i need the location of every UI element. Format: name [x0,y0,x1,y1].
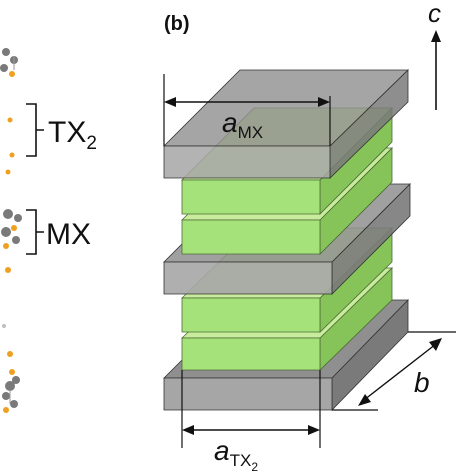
atom-chalcogen [7,351,13,357]
c-axis-arrowhead [431,30,441,42]
slab-front [181,179,321,215]
atom-chalcogen [5,267,11,273]
atom-metal [14,214,22,222]
atom-metal [10,400,18,408]
a-mx-arrowhead-left [164,97,176,107]
b-dimension: b [332,331,456,411]
mx-bracket: MX [26,209,91,255]
atom-metal [2,48,10,56]
a-tx2-dimension: aTX2 [181,370,321,474]
atom-chalcogen [11,225,17,231]
slab-front [163,145,331,179]
a-tx2-arrowhead-left [182,425,194,435]
a-tx2-arrowhead-right [308,425,320,435]
slab-front [181,337,321,371]
mx-side-label: MX [46,218,91,251]
atom-small [2,324,6,328]
a-mx-arrowhead-right [318,97,330,107]
a-mx-label: aMX [222,107,263,142]
b-arrow-line [363,343,437,401]
bracket-tx2 [26,103,44,157]
b-arrowhead-front [358,394,371,406]
a-tx2-label: aTX2 [214,435,258,474]
atom-metal [3,209,13,219]
atom-chalcogen [9,369,15,375]
atom-chalcogen [3,243,9,249]
atom-chalcogen [3,407,9,413]
atom-metal [0,64,8,72]
atom-metal [12,236,20,244]
atom-chalcogen [9,71,15,77]
atom-chalcogen [5,169,11,175]
b-arrowhead-back [429,338,442,351]
panel-label: (b) [164,13,190,35]
atom-chalcogen [9,152,15,158]
tx2-side-label: TX2 [48,116,97,154]
a-mx-dimension: aMX [163,74,331,146]
atom-chalcogen [7,117,13,123]
mx-slab-top [163,69,409,179]
slab-front [181,297,321,333]
atom-metal [2,392,10,400]
c-axis-label: c [428,0,441,28]
c-axis: c [428,0,441,110]
bracket-mx [26,209,44,255]
atom-metal [1,227,11,237]
atom-metal [12,376,20,384]
atom-metal [5,381,15,391]
slab-front [163,377,333,411]
tx2-bracket: TX2 [26,103,97,157]
slab-front [181,219,321,255]
atom-strip [0,48,22,413]
slab-front [163,261,333,295]
b-axis-label: b [414,367,430,398]
